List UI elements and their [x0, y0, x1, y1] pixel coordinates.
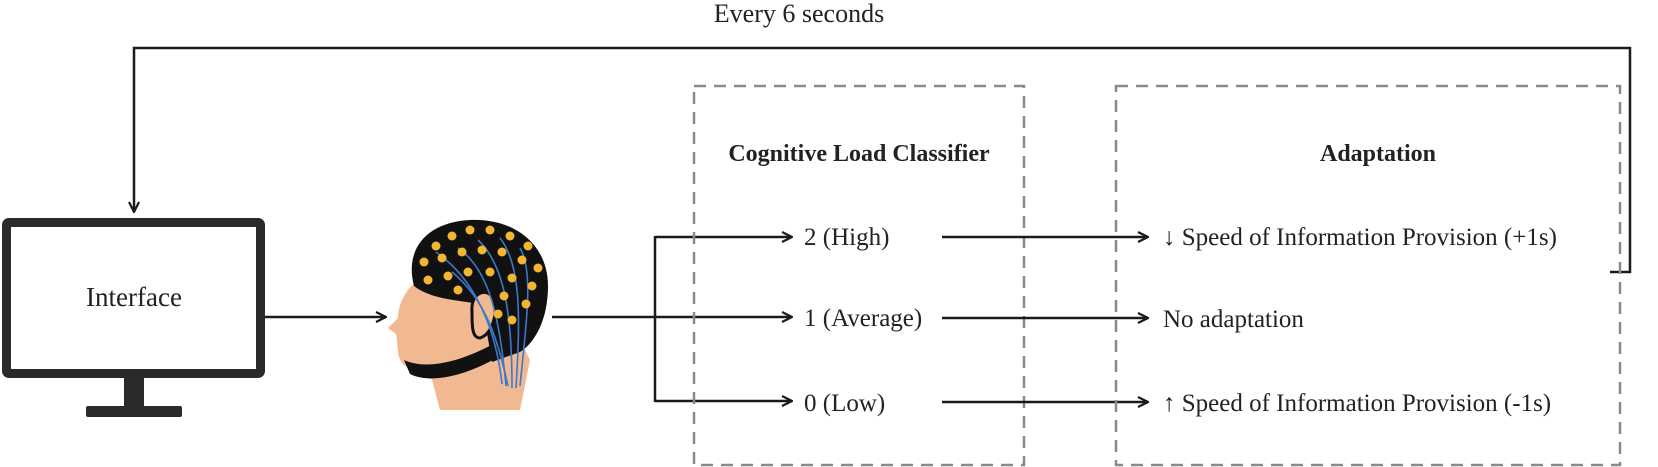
- feedback-loop-line: [134, 46, 1632, 274]
- adaptation-average-action: No adaptation: [1163, 306, 1304, 333]
- adaptation-low-action: ↑ Speed of Information Provision (-1s): [1163, 390, 1551, 417]
- adaptation-box: [1114, 84, 1622, 467]
- classifier-box: [692, 84, 1026, 467]
- adaptation-high-action: ↓ Speed of Information Provision (+1s): [1163, 224, 1557, 251]
- eeg-cap-head-icon: [388, 219, 548, 410]
- level-average: 1 (Average): [804, 305, 922, 332]
- classifier-title: Cognitive Load Classifier: [728, 141, 990, 167]
- loop-label: Every 6 seconds: [714, 0, 884, 28]
- interface-label: Interface: [86, 282, 182, 312]
- computer-monitor-icon: [2, 218, 265, 417]
- level-low: 0 (Low): [804, 390, 885, 417]
- level-high: 2 (High): [804, 224, 889, 251]
- adaptation-title: Adaptation: [1320, 141, 1436, 167]
